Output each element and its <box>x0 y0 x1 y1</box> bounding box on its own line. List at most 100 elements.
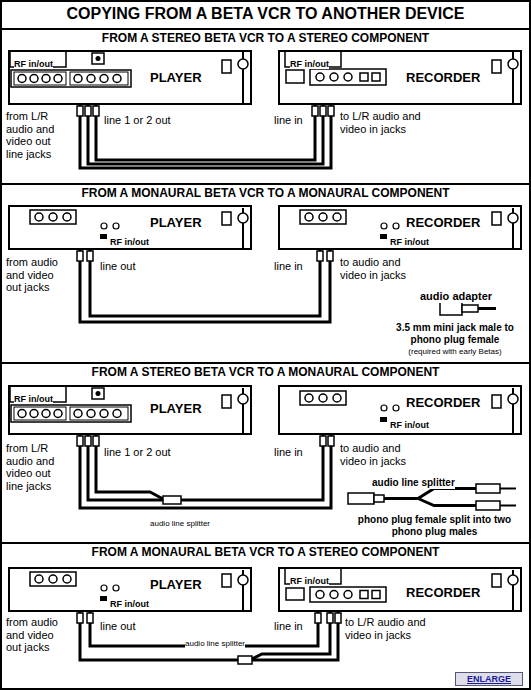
label-slot: RF in/out <box>290 53 329 71</box>
section-band: FROM A MONAURAL BETA VCR TO A STEREO COM… <box>2 542 529 668</box>
jack <box>18 410 26 418</box>
jack <box>319 394 327 402</box>
jack <box>360 73 368 81</box>
splitter-male <box>476 484 500 493</box>
jack <box>344 73 352 81</box>
label-slot: line in <box>274 110 303 128</box>
jack-label: from audio and video out jacks <box>6 616 70 654</box>
label-slot: from audio and video out jacks <box>6 256 70 294</box>
splitter-pin <box>500 488 516 490</box>
jack <box>87 410 95 418</box>
label-slot: RF in/out <box>110 231 149 249</box>
rf-label: RF in/out <box>14 59 53 69</box>
jack <box>74 75 82 83</box>
jack-label: line out <box>100 620 135 633</box>
jack-panel <box>310 587 386 602</box>
jack-label: line in <box>274 620 303 633</box>
label-slot: RF in/out <box>290 570 329 588</box>
jack <box>42 410 50 418</box>
power-button <box>222 60 231 73</box>
jack-panel <box>310 69 386 85</box>
adapter-body <box>440 302 462 315</box>
jack <box>35 213 43 221</box>
label-slot: audio line splitter <box>372 472 455 490</box>
label-slot: from L/R audio and video out line jacks <box>6 442 70 493</box>
jack-panel <box>30 210 76 224</box>
rf-jack <box>381 223 387 229</box>
cord-grommet <box>238 394 248 404</box>
jack-label: from L/R audio and video out line jacks <box>6 442 70 493</box>
plug <box>77 613 83 623</box>
jack-panel <box>11 70 131 87</box>
label-slot: line in <box>274 256 303 274</box>
rf-jack <box>113 223 119 229</box>
label-slot: to L/R audio and video in jacks <box>340 110 440 135</box>
plug <box>317 251 323 261</box>
rf-switch <box>100 596 107 601</box>
jack <box>372 591 380 599</box>
label-slot: audio line splitter <box>185 632 245 650</box>
section-heading: FROM A MONAURAL BETA VCR TO A STEREO COM… <box>2 544 529 559</box>
label-slot: to audio and video in jacks <box>340 256 420 281</box>
av-cable <box>80 250 330 322</box>
jack <box>49 575 57 583</box>
aux-jack <box>286 588 304 600</box>
label-slot: audio adapter <box>420 286 492 304</box>
rf-label: RF in/out <box>390 420 429 430</box>
channel-switch <box>92 53 104 64</box>
switch-knob <box>96 391 101 396</box>
jack-label: line 1 or 2 out <box>104 114 171 127</box>
switch-knob <box>96 56 101 61</box>
player-box: PLAYER <box>8 385 252 435</box>
label-slot: to audio and video in jacks <box>340 442 420 467</box>
label-slot: audio line splitter <box>150 512 210 530</box>
label-slot: RF in/out <box>14 388 53 406</box>
part-note: (required with early Betas) <box>385 347 525 356</box>
plug <box>320 106 326 116</box>
cord-grommet <box>238 575 248 585</box>
av-cable <box>88 435 323 500</box>
jack-label: line in <box>274 114 303 127</box>
button-label: ENLARGE <box>456 673 522 685</box>
jack-panel <box>30 572 76 586</box>
device-name: PLAYER <box>150 401 202 416</box>
part-label: audio line splitter <box>372 477 455 489</box>
label-slot: from L/R audio and video out line jacks <box>6 110 70 161</box>
splitter-body <box>163 496 181 504</box>
plug <box>320 436 326 446</box>
label-slot: 3.5 mm mini jack male to phono plug fema… <box>385 322 525 345</box>
splitter-cable <box>418 499 476 506</box>
part-label: audio line splitter <box>150 519 210 528</box>
plug <box>87 613 93 623</box>
jack <box>330 73 338 81</box>
jack-group <box>14 72 66 85</box>
cord-grommet <box>508 575 518 585</box>
enlarge-button: ENLARGE <box>455 672 523 686</box>
cable <box>96 105 315 160</box>
cord-grommet <box>238 213 248 223</box>
device-name: PLAYER <box>150 577 202 592</box>
rf-switch <box>380 234 387 239</box>
jack <box>30 75 38 83</box>
plug <box>327 251 333 261</box>
rf-label: RF in/out <box>390 237 429 247</box>
device-name: PLAYER <box>150 70 202 85</box>
jack <box>305 394 313 402</box>
jack-panel <box>300 210 346 224</box>
splitter-pin <box>500 505 516 507</box>
power-button <box>492 574 501 587</box>
jack <box>49 213 57 221</box>
jack <box>333 213 341 221</box>
label-slot: RF in/out <box>14 53 53 71</box>
label-slot: to L/R audio and video in jacks <box>345 616 445 641</box>
rf-label: RF in/out <box>110 237 149 247</box>
cord-grommet <box>508 394 518 404</box>
adapter-pin <box>478 307 496 310</box>
rf-label: RF in/out <box>110 599 149 609</box>
splitter-female-neck <box>374 495 384 502</box>
cord-grommet <box>508 59 518 69</box>
jack <box>100 75 108 83</box>
jack <box>54 75 62 83</box>
